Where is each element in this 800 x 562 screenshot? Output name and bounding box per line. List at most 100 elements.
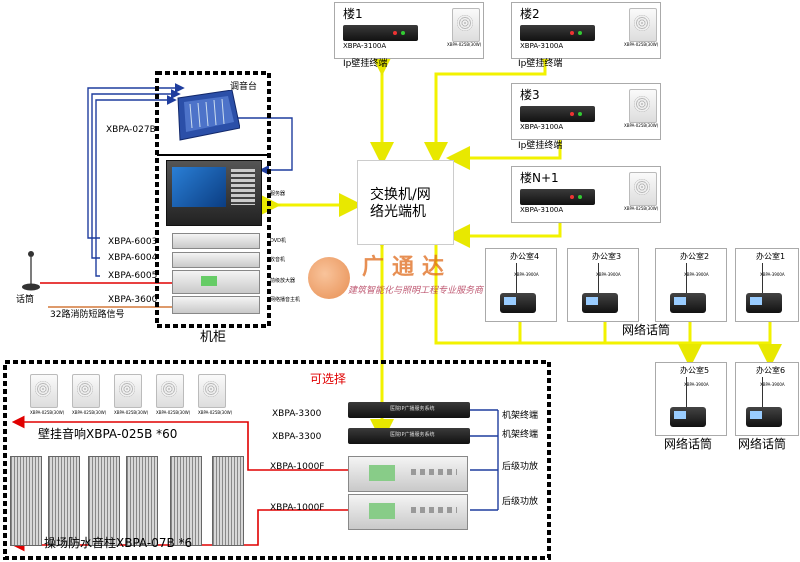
wall-speaker-model: XBPA-025B(30W)	[72, 410, 107, 415]
mixer-label: 调音台	[230, 82, 258, 92]
office-1: 办公室1 XBPA-3900A	[735, 248, 799, 322]
office-model: XBPA-3900A	[684, 382, 709, 387]
rack-panel-text: 医院IP广播服务系统	[390, 432, 435, 438]
wall-speaker-icon	[114, 374, 142, 408]
company-logo: 广通达 建筑智能化与照明工程专业服务商	[300, 255, 510, 305]
column-speaker-icon	[170, 456, 202, 546]
pc-workstation-icon	[166, 160, 262, 226]
speaker-model: XBPA-025B(30W)	[447, 42, 482, 47]
rack-model-1: XBPA-3300	[272, 409, 322, 419]
wall-speaker-icon	[629, 8, 657, 42]
rack-unit-6004	[172, 252, 260, 268]
device-model-6003: XBPA-6003	[108, 237, 158, 247]
mixer-icon	[170, 89, 241, 142]
desk-mic-icon	[670, 407, 706, 427]
building-1: 楼1 XBPA-3100A XBPA-025B(30W)	[334, 2, 484, 59]
cabinet-frame	[155, 71, 271, 328]
ip-terminal	[343, 25, 418, 41]
net-line-offices	[434, 243, 770, 345]
rack-unit-3600	[172, 296, 260, 314]
office-6: 办公室6 XBPA-3900A	[735, 362, 799, 436]
power-amp-2	[348, 494, 468, 530]
office-model: XBPA-3900A	[514, 272, 539, 277]
building-name: 楼N+1	[520, 171, 559, 185]
rack-role-4: 后级功放	[502, 497, 539, 507]
building-2: 楼2 XBPA-3100A XBPA-025B(30W)	[511, 2, 661, 59]
rack-role-2: 机架终端	[502, 430, 539, 440]
device-tag-6003: DVD机	[270, 238, 287, 244]
speaker-model: XBPA-025B(30W)	[624, 42, 659, 47]
column-speaker-icon	[10, 456, 42, 546]
rack-model-2: XBPA-3300	[272, 432, 322, 442]
wall-speaker-model: XBPA-025B(30W)	[30, 410, 65, 415]
office-3: 办公室3 XBPA-3900A	[567, 248, 639, 322]
net-line-bldg2	[424, 42, 557, 166]
office-model: XBPA-3900A	[760, 382, 785, 387]
mic-label: 话筒	[16, 295, 35, 305]
device-tag-6004: 收音机	[270, 257, 286, 263]
office-2: 办公室2 XBPA-3900A	[655, 248, 727, 322]
terminal-model: XBPA-3100A	[343, 42, 387, 50]
office-model: XBPA-3900A	[760, 272, 785, 277]
terminal-model: XBPA-3100A	[520, 206, 564, 214]
column-speaker-icon	[48, 456, 80, 546]
building-2-caption: Ip壁挂终端	[518, 59, 563, 69]
rack-role-3: 后级功放	[502, 462, 539, 472]
wall-speaker-icon	[72, 374, 100, 408]
column-speaker-icon	[212, 456, 244, 546]
rack-role-1: 机架终端	[502, 411, 539, 421]
rack-terminal-1: 医院IP广播服务系统	[348, 402, 470, 418]
switch-box: 交换机/网络光端机	[357, 160, 454, 245]
terminal-model: XBPA-3100A	[520, 42, 564, 50]
wall-speaker-icon	[198, 374, 226, 408]
microphone-icon	[20, 250, 42, 296]
speaker-model: XBPA-025B(30W)	[624, 206, 659, 211]
ip-terminal	[520, 106, 595, 122]
desk-mic-icon	[746, 293, 782, 313]
terminal-model: XBPA-3100A	[520, 123, 564, 131]
rack-panel-text: 医院IP广播服务系统	[390, 406, 435, 412]
office-model: XBPA-3900A	[684, 272, 709, 277]
device-tag-3600: 网络播音主机	[270, 297, 301, 303]
building-name: 楼3	[520, 88, 540, 102]
desk-mic-icon	[746, 407, 782, 427]
wall-speaker-icon	[30, 374, 58, 408]
logo-name: 广通达	[362, 255, 453, 280]
device-model-3600: XBPA-3600	[108, 295, 158, 305]
wall-speaker-icon	[156, 374, 184, 408]
office-name: 办公室4	[510, 252, 540, 261]
wall-speaker-icon	[452, 8, 480, 42]
logo-slogan: 建筑智能化与照明工程专业服务商	[348, 286, 484, 296]
switch-title: 交换机/网络光端机	[370, 187, 431, 220]
building-name: 楼1	[343, 7, 363, 21]
wall-speaker-row	[30, 374, 230, 420]
rack-model-4: XBPA-1000F	[270, 503, 325, 513]
net-line-bldg3	[446, 119, 572, 170]
device-model-6004: XBPA-6004	[108, 253, 158, 263]
office-name: 办公室2	[680, 252, 710, 261]
wall-speaker-icon	[629, 89, 657, 123]
ip-terminal	[520, 189, 595, 205]
wall-speaker-caption: 壁挂音响XBPA-025B *60	[38, 427, 178, 441]
office-name: 办公室5	[680, 366, 710, 375]
net-mic-label-top: 网络话筒	[622, 323, 671, 337]
rack-unit-6005	[172, 270, 260, 294]
pc-tag: 服务器	[270, 191, 286, 197]
rack-unit-6003	[172, 233, 260, 249]
cabinet-label: 机柜	[200, 330, 227, 345]
office-name: 办公室1	[756, 252, 786, 261]
column-speaker-caption: 操场防水音柱XBPA-07B *6	[44, 536, 193, 550]
desk-mic-icon	[500, 293, 536, 313]
wall-speaker-model: XBPA-025B(30W)	[114, 410, 149, 415]
wall-speaker-model: XBPA-025B(30W)	[198, 410, 233, 415]
net-line-bldgn	[446, 200, 572, 248]
device-tag-6005: 前级放大器	[270, 278, 296, 284]
column-speaker-icon	[126, 456, 158, 546]
desk-mic-icon	[670, 293, 706, 313]
wall-speaker-model: XBPA-025B(30W)	[156, 410, 191, 415]
power-amp-1	[348, 456, 468, 492]
building-n: 楼N+1 XBPA-3100A XBPA-025B(30W)	[511, 166, 661, 223]
rack-model-3: XBPA-1000F	[270, 462, 325, 472]
